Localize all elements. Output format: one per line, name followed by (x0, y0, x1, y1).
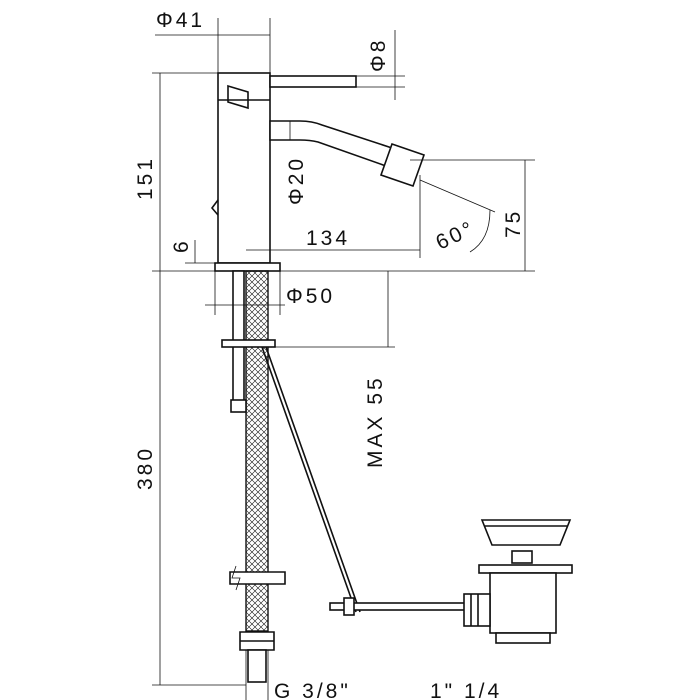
dim-base-thickness: 6 (170, 238, 193, 253)
dim-outlet-height: 75 (502, 209, 525, 238)
linkage-rod (261, 346, 466, 616)
dimension-lines (152, 18, 535, 700)
lever-handle (269, 75, 357, 88)
dim-angle: 60° (432, 216, 479, 254)
dim-hose-length: 380 (134, 446, 157, 490)
dim-body-diameter: Φ41 (156, 9, 205, 32)
dim-waste-size: 1" 1/4 (430, 680, 502, 700)
fixing-plate (221, 339, 276, 348)
base-plate (214, 262, 281, 272)
dim-inlet-thread: G 3/8" (274, 680, 351, 700)
flexible-hose (229, 270, 286, 683)
dim-height: 151 (134, 156, 157, 200)
dim-max-deck: MAX 55 (364, 375, 387, 468)
dim-lever-diameter: Φ8 (367, 38, 390, 72)
dim-reach: 134 (306, 227, 350, 250)
waste-drain (463, 519, 573, 644)
popup-rod (230, 270, 247, 413)
dim-spout-diameter: Φ20 (285, 156, 308, 205)
dim-base-diameter: Φ50 (286, 285, 335, 308)
spout (269, 120, 426, 188)
faucet-body (210, 72, 271, 264)
